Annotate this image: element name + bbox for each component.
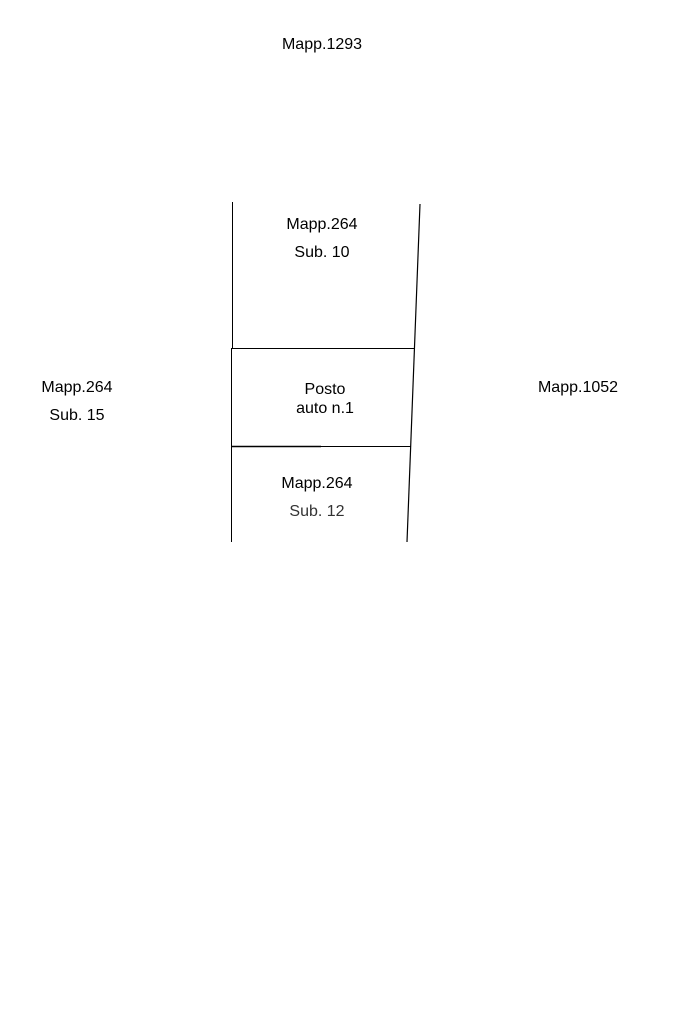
west-parcel-label: Mapp.264 Sub. 15 [17,374,137,430]
unit-above-label: Mapp.264 Sub. 10 [262,211,382,267]
unit-above-sub: Sub. 10 [294,244,350,261]
unit-below-sub: Sub. 12 [289,503,345,520]
west-parcel: Mapp.264 [41,379,113,396]
west-sub: Sub. 15 [49,407,105,424]
east-parcel-label: Mapp.1052 [537,379,619,396]
unit-above-parcel: Mapp.264 [286,216,358,233]
unit-below-parcel: Mapp.264 [281,475,353,492]
parking-space-line2: auto n.1 [296,400,354,417]
north-parcel-label: Mapp.1293 [281,36,363,53]
parking-space-label: Posto auto n.1 [265,380,385,418]
parking-space-line1: Posto [304,381,346,398]
right-boundary [406,203,421,543]
unit-below-label: Mapp.264 Sub. 12 [257,470,377,526]
